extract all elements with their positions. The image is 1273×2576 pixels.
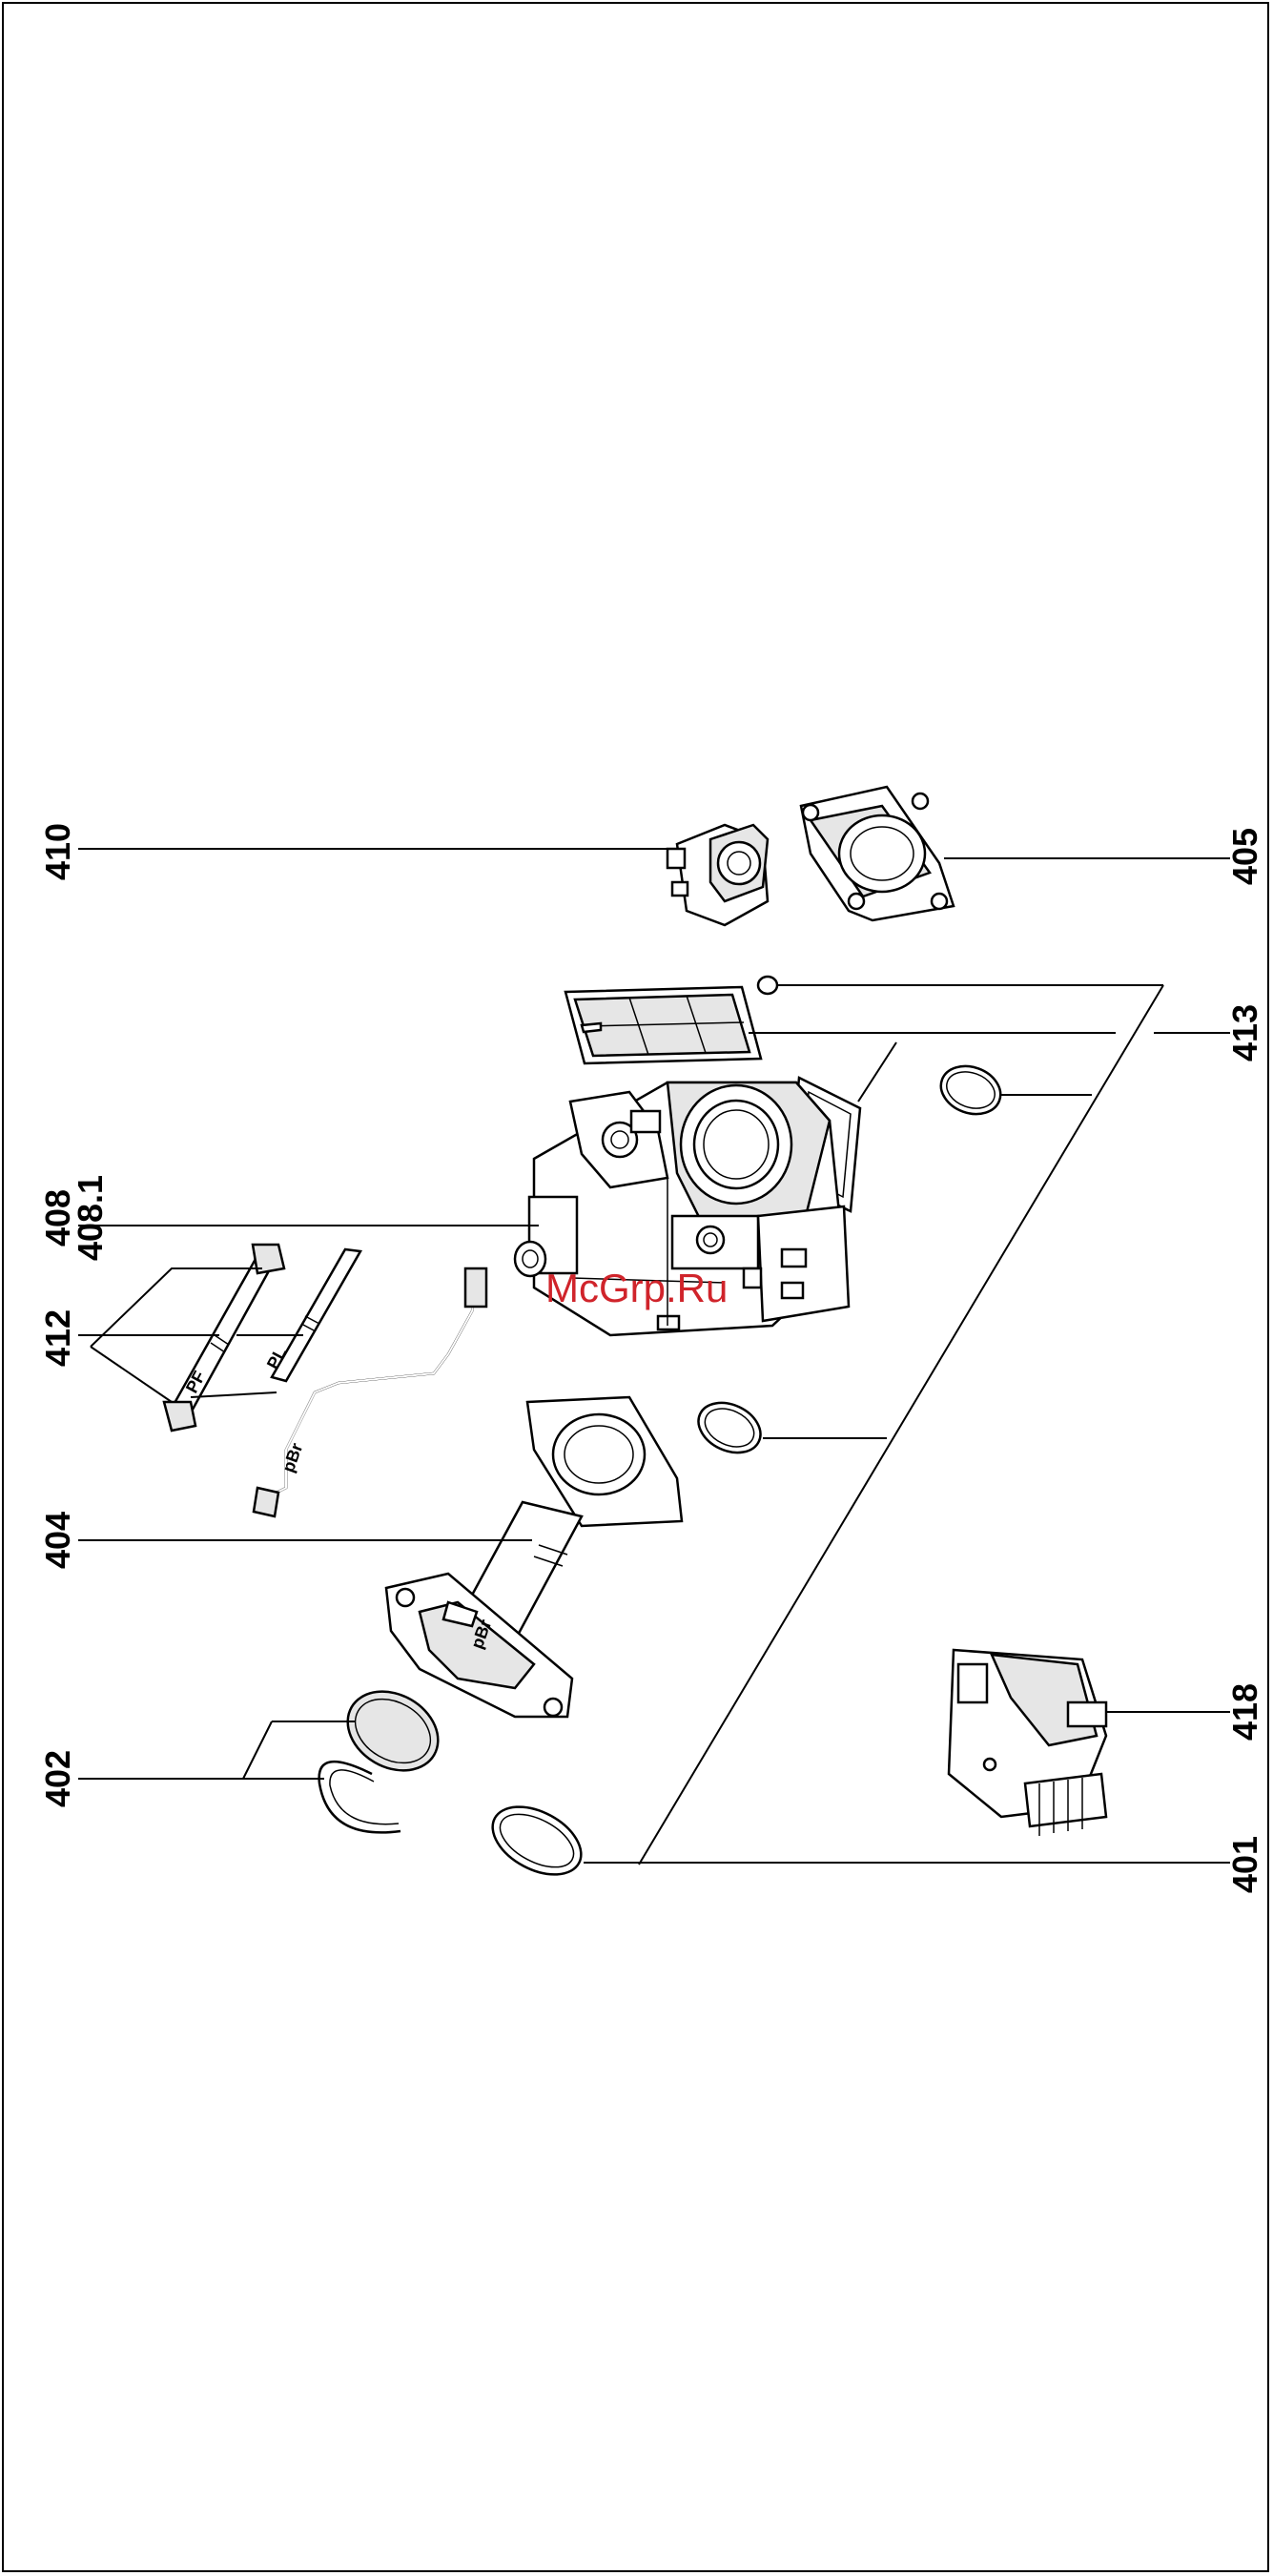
part-404-flange-pipe: [386, 1397, 682, 1717]
callout-412: 412: [38, 1309, 77, 1367]
callout-413: 413: [1225, 1004, 1264, 1061]
tube-mark-pbr: pBr: [278, 1440, 306, 1474]
callout-418: 418: [1225, 1683, 1264, 1741]
part-405-flange: [801, 787, 954, 920]
o-ring-middle: [690, 1393, 769, 1462]
callout-410: 410: [38, 823, 77, 880]
callout-404: 404: [38, 1512, 77, 1569]
part-412-pressure-tubes: [164, 1245, 486, 1516]
callout-405: 405: [1225, 828, 1264, 885]
part-410-valve: [667, 825, 768, 925]
callout-401: 401: [1225, 1836, 1264, 1893]
part-418-connector: [949, 1650, 1106, 1836]
o-ring-large-413: [934, 1059, 1008, 1123]
watermark: McGrp.Ru: [545, 1266, 728, 1310]
callout-408-1: 408.1: [71, 1175, 110, 1261]
callout-402: 402: [38, 1750, 77, 1807]
part-402-sieve-and-clip: [319, 1676, 453, 1832]
o-ring-401: [482, 1793, 592, 1888]
part-413-filter: [565, 987, 761, 1063]
small-o-ring: [758, 977, 777, 994]
